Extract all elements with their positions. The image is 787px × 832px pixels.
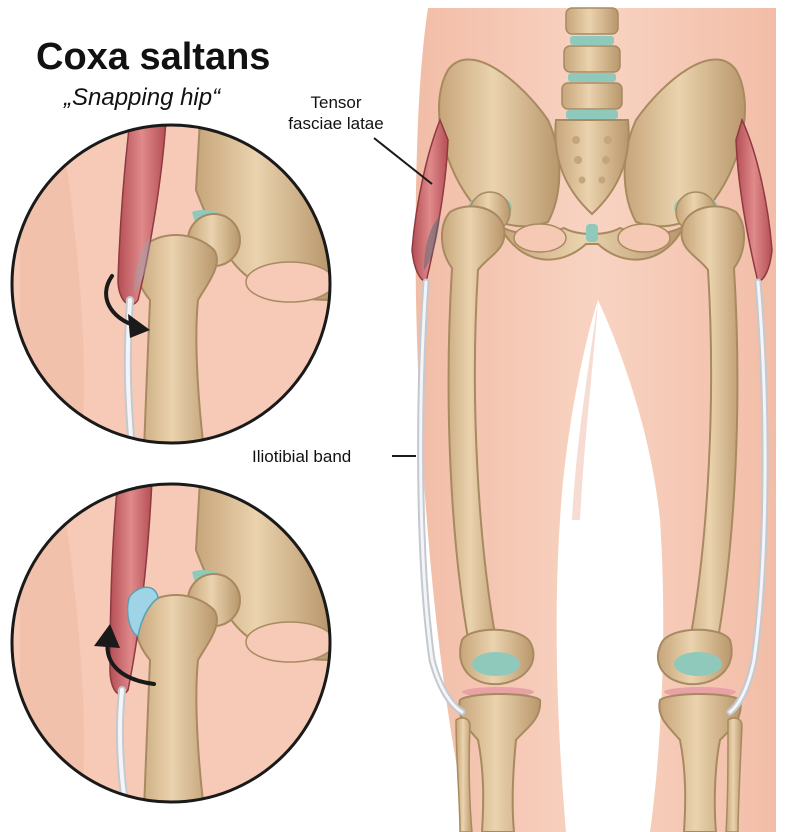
lumbar-spine bbox=[562, 8, 622, 119]
label-tensor-fasciae-latae: Tensor fasciae latae bbox=[268, 92, 404, 134]
label-iliotibial-band: Iliotibial band bbox=[252, 446, 351, 467]
pubic-symphysis bbox=[586, 224, 598, 242]
label-tensor-line1: Tensor bbox=[268, 92, 404, 113]
page-title: Coxa saltans bbox=[36, 36, 270, 79]
pelvis-legs-view bbox=[412, 8, 776, 832]
inset-bottom-snapping bbox=[0, 480, 340, 810]
label-tensor-line2: fasciae latae bbox=[268, 113, 404, 134]
page-subtitle: „Snapping hip“ bbox=[64, 84, 220, 112]
left-obturator-foramen bbox=[514, 224, 566, 252]
right-obturator-foramen bbox=[618, 224, 670, 252]
inset-top-snapping bbox=[0, 120, 340, 450]
